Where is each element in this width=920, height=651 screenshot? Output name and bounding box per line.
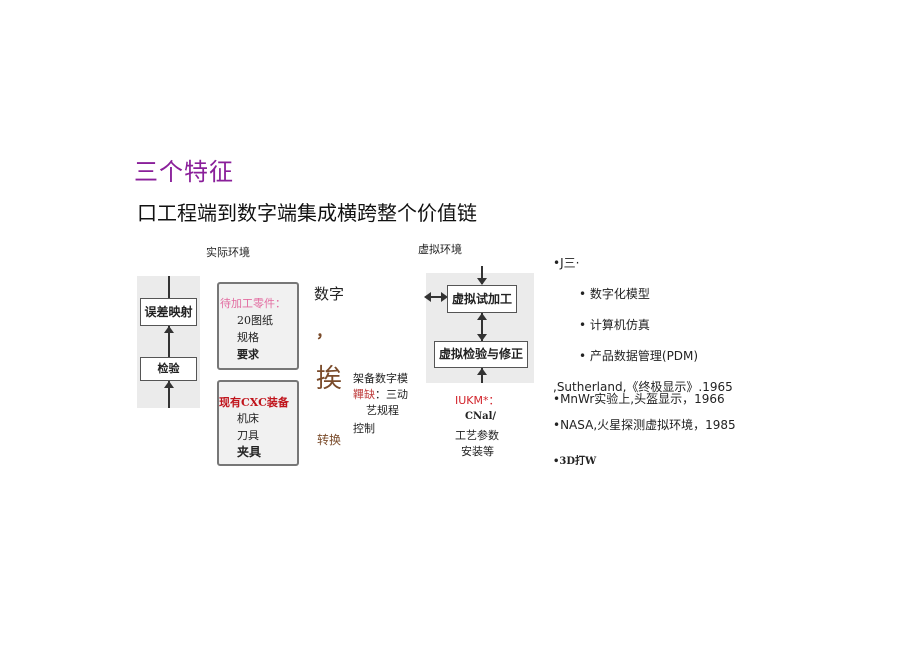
virtual-inspection-box: 虚拟检验与修正	[434, 341, 528, 368]
swap-char: 挨	[316, 364, 343, 394]
virtual-label-install: 安装等	[461, 445, 494, 458]
bullet-title: •J三·	[553, 256, 580, 270]
inspection-box: 检验	[140, 357, 197, 381]
flow-connector-top	[168, 276, 170, 298]
workpiece-line: 规格	[237, 331, 259, 344]
arrow-left-icon	[424, 292, 431, 302]
virtual-env-caption: 虚拟环境	[418, 243, 462, 256]
workpiece-line: 要求	[237, 348, 259, 361]
history-item: •3D打W	[553, 456, 597, 467]
bullet-sub-item: • 计算机仿真	[579, 318, 650, 332]
history-item: ,Sutherland,《终极显示》.1965	[553, 380, 733, 394]
workpiece-line: 20图纸	[237, 314, 273, 327]
bullet-sub-item: • 数字化模型	[579, 287, 650, 301]
subtitle: 口工程端到数字端集成横跨整个价值链	[137, 201, 477, 225]
process-line: 鞸缺：三动	[353, 386, 408, 402]
arrow-down-icon	[477, 278, 487, 285]
control-line: 控制	[353, 422, 375, 435]
equipment-header: 现有CXC装备	[219, 396, 289, 409]
bullet-sub-item: • 产品数据管理(PDM)	[579, 349, 699, 363]
arrow-up-icon	[477, 313, 487, 320]
virtual-connector-bottom	[481, 368, 483, 383]
virtual-trial-box: 虚拟试加工	[447, 285, 517, 313]
equipment-line: 刀具	[237, 429, 259, 442]
workpiece-card: 待加工零件： 20图纸 规格 要求	[217, 282, 299, 370]
error-mapping-box: 误差映射	[140, 298, 197, 326]
virtual-label-params: 工艺参数	[455, 429, 499, 442]
actual-env-caption: 实际环境	[206, 246, 250, 259]
arrow-right-icon	[441, 292, 448, 302]
side-connector	[426, 296, 446, 298]
history-item: •MnWr实验上,头盔显示，1966	[553, 392, 725, 406]
history-item: •NASA,火星探测虚拟环境，1985	[553, 418, 736, 432]
equipment-card: 现有CXC装备 机床 刀具 夹具	[217, 380, 299, 466]
virtual-connector-top	[481, 266, 483, 284]
workpiece-header: 待加工零件：	[220, 297, 286, 310]
equipment-line: 机床	[237, 412, 259, 425]
arrow-up-icon	[164, 326, 174, 333]
digital-model-line: 架备数字模	[353, 372, 408, 385]
virtual-connector-mid	[481, 313, 483, 341]
digital-label: 数字	[314, 285, 345, 303]
arrow-up-icon	[477, 368, 487, 375]
process-line-rest: ：三动	[375, 388, 408, 401]
virtual-label-cnc: CNal/	[465, 411, 497, 422]
process-plan-line: 艺规程	[366, 404, 399, 417]
flow-connector-bottom	[168, 381, 170, 408]
comma-mark: ，	[316, 322, 333, 341]
equipment-line: 夹具	[237, 445, 262, 459]
arrow-down-icon	[477, 334, 487, 341]
convert-label: 转换	[317, 433, 342, 447]
virtual-label-red: IUKM*：	[455, 394, 500, 407]
arrow-up-icon	[164, 381, 174, 388]
section-heading: 三个特征	[134, 158, 234, 186]
process-line-colored: 鞸缺	[353, 388, 375, 401]
flow-connector-mid	[168, 326, 170, 358]
